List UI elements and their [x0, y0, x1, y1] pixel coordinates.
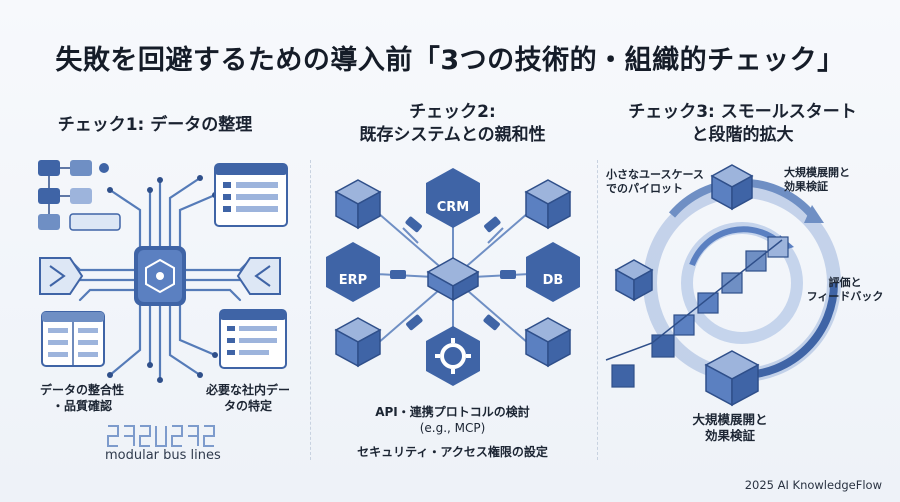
check1-label-right: 必要な社内デー タの特定	[198, 382, 298, 414]
expand-top-label: 大規模展開と 効果検証	[784, 166, 884, 194]
bus-caption: modular bus lines	[105, 448, 221, 463]
check2-title-line2: 既存システムとの親和性	[359, 125, 546, 145]
check1-label-right-line2: タの特定	[223, 399, 272, 413]
security-label: セキュリティ・アクセス権限の設定	[357, 445, 548, 459]
pilot-label-line2: でのパイロット	[606, 182, 683, 195]
pilot-label: 小さなユースケース でのパイロット	[606, 168, 716, 196]
check3-title-line1: チェック3: スモールスタート	[628, 102, 857, 122]
erp-node	[326, 242, 380, 302]
cube-bottom-right-icon	[524, 317, 572, 368]
feedback-label-line2: フィードバック	[806, 290, 884, 303]
pilot-label-line1: 小さなユースケース	[606, 168, 704, 181]
expand-bottom-label-line2: 効果検証	[704, 428, 755, 443]
system-integration-diagram	[326, 168, 580, 386]
left-cube-icon	[614, 259, 654, 302]
check1-label-left: データの整合性 ・品質確認	[32, 382, 132, 414]
erp-label: ERP	[338, 273, 368, 288]
check1-title: チェック1: データの整理	[20, 114, 290, 137]
table-icon	[41, 311, 105, 367]
check1-label-left-line2: ・品質確認	[51, 399, 112, 413]
divider-right	[597, 160, 598, 460]
settings-gear-icon	[426, 326, 480, 386]
api-label: API・連携プロトコルの検討	[375, 405, 530, 419]
db-node	[526, 242, 580, 302]
expand-top-label-line1: 大規模展開と	[784, 166, 850, 179]
flowchart-icon	[38, 160, 121, 231]
feedback-label: 評価と フィードバック	[800, 276, 890, 304]
crm-label: CRM	[436, 200, 470, 215]
cube-top-right-icon	[524, 179, 572, 230]
funnel-right-icon	[236, 257, 281, 295]
expand-top-label-line2: 効果検証	[784, 180, 828, 193]
check1-title-text: チェック1: データの整理	[57, 115, 253, 135]
api-example: (e.g., MCP)	[419, 421, 486, 435]
pilot-cube-icon	[710, 164, 754, 211]
check2-title-line1: チェック2:	[409, 102, 496, 122]
page-title: 失敗を回避するための導入前「3つの技術的・組織的チェック」	[55, 45, 845, 76]
large-scale-cube-icon	[704, 350, 760, 407]
footer-credit: 2025 AI KnowledgeFlow	[744, 478, 882, 492]
integration-hub-icon	[426, 257, 480, 302]
document-window-icon	[219, 309, 287, 369]
expand-bottom-label: 大規模展開と 効果検証	[660, 412, 800, 444]
db-label: DB	[542, 273, 564, 288]
small-start-cycle-diagram	[605, 164, 841, 407]
list-window-icon	[214, 163, 288, 227]
cube-bottom-left-icon	[334, 317, 382, 368]
bus-lines-pattern-icon	[107, 425, 215, 447]
cube-top-left-icon	[334, 179, 382, 230]
divider-left	[310, 160, 311, 460]
funnel-left-icon	[39, 257, 84, 295]
expand-bottom-label-line1: 大規模展開と	[692, 412, 768, 427]
check1-label-right-line1: 必要な社内デー	[205, 383, 290, 397]
crm-node	[426, 168, 480, 228]
check3-title-line2: と段階的拡大	[691, 125, 794, 145]
check2-title: チェック2: 既存システムとの親和性	[320, 101, 585, 147]
data-organization-diagram	[38, 160, 288, 447]
check1-label-left-line1: データの整合性	[39, 383, 124, 397]
feedback-label-line1: 評価と	[828, 276, 862, 289]
check3-title: チェック3: スモールスタート と段階的拡大	[600, 101, 885, 147]
